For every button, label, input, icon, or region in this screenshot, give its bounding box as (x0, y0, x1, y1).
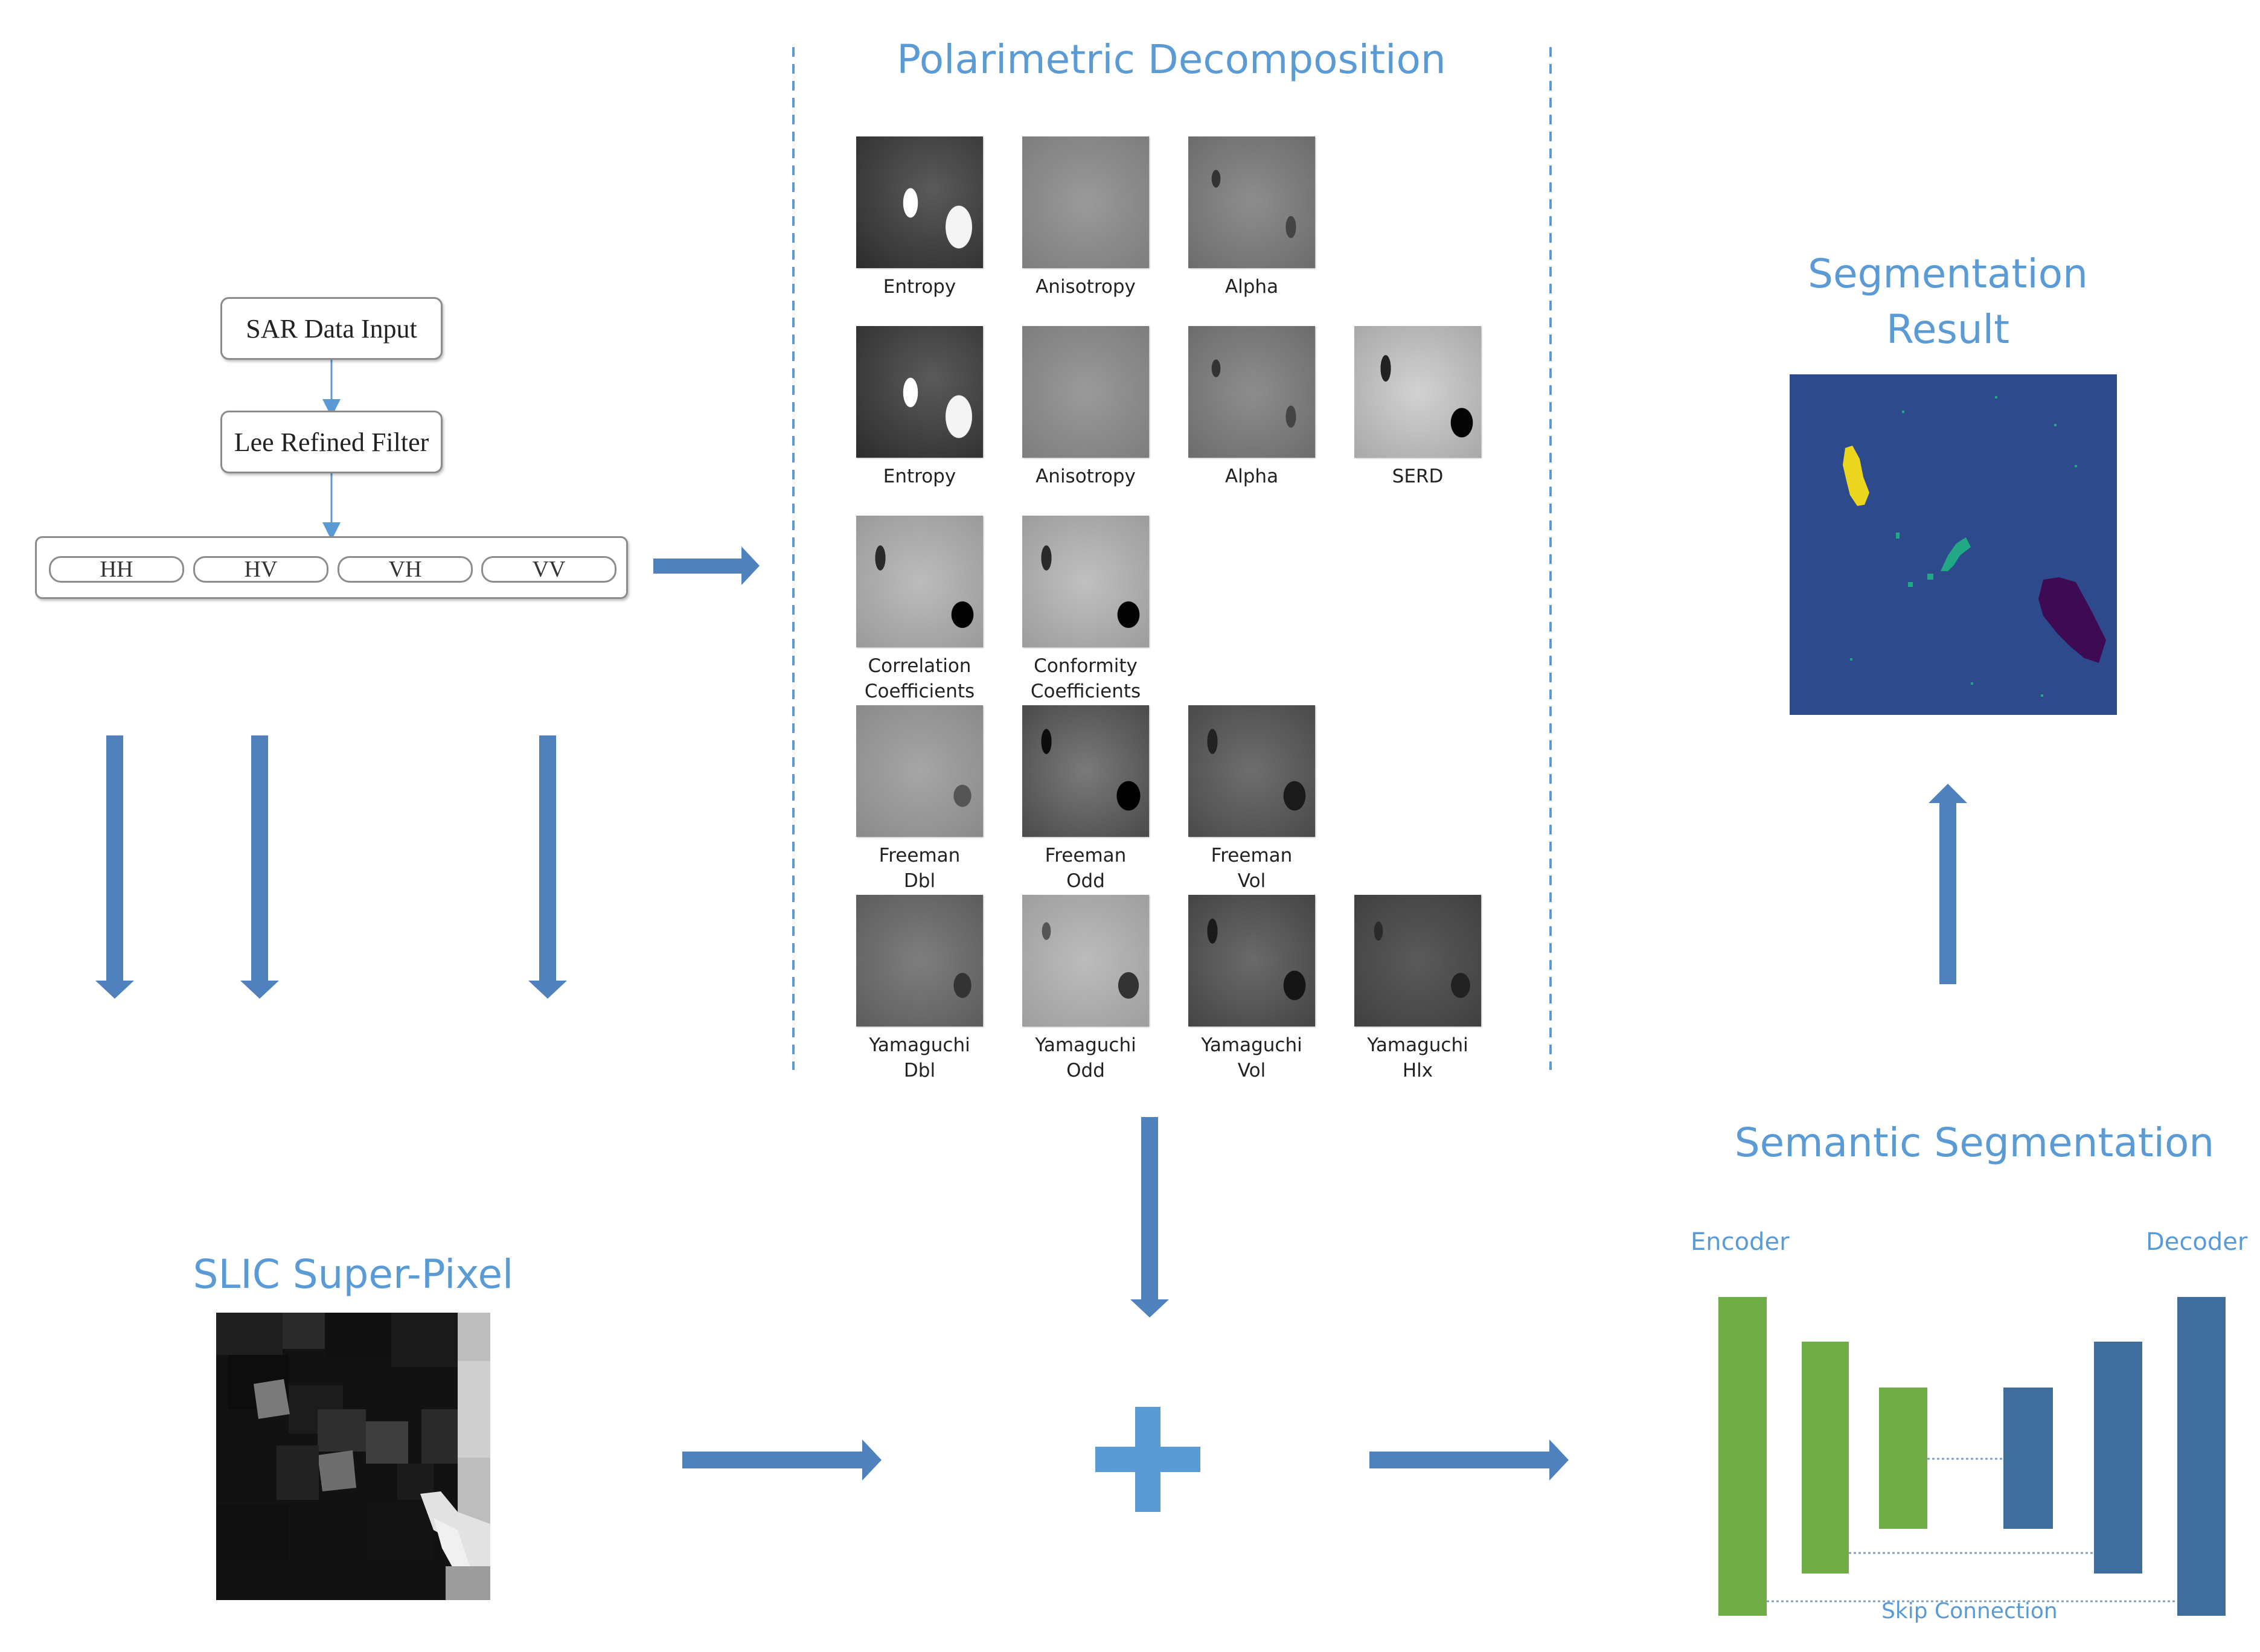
decomposition-image (1354, 895, 1481, 1026)
encoder-label: Encoder (1691, 1228, 1790, 1256)
decomposition-thumbnail: Correlation Coefficients (856, 516, 983, 702)
channel-hh: HH (49, 556, 184, 583)
title-polarimetric: Polarimetric Decomposition (897, 36, 1446, 83)
arrow-right-to-decomposition (653, 546, 760, 585)
plus-icon (1095, 1407, 1200, 1512)
decomposition-thumbnail: Entropy (856, 136, 983, 298)
decomposition-image (1022, 705, 1149, 837)
decomposition-caption: Freeman Vol (1211, 845, 1293, 892)
encoder-bar-3 (1879, 1388, 1927, 1529)
decomposition-thumbnail: Conformity Coefficients (1022, 516, 1149, 702)
decomposition-image (1188, 326, 1315, 458)
lee-filter-label: Lee Refined Filter (234, 427, 429, 457)
arrow-down-1 (95, 735, 134, 999)
decomposition-caption: Anisotropy (1036, 466, 1136, 487)
encoder-bar-1 (1718, 1297, 1767, 1616)
decomposition-image (1354, 326, 1481, 458)
title-semantic-segmentation: Semantic Segmentation (1734, 1119, 2215, 1166)
decomposition-thumbnail: Entropy (856, 326, 983, 487)
decomposition-thumbnail: SERD (1354, 326, 1481, 487)
channel-hv: HV (193, 556, 328, 583)
arrow-down-3 (528, 735, 567, 999)
decomposition-image (1188, 705, 1315, 837)
segmentation-map (1843, 396, 2106, 697)
decomposition-thumbnail: Freeman Odd (1022, 705, 1149, 892)
decoder-bar-3 (2177, 1297, 2226, 1616)
decomposition-image (1022, 895, 1149, 1026)
decomposition-thumbnail: Yamaguchi Dbl (856, 895, 983, 1081)
segment-purple (2038, 577, 2106, 663)
decomposition-thumbnail: Yamaguchi Hlx (1354, 895, 1481, 1081)
decomposition-caption: Conformity Coefficients (1030, 655, 1141, 702)
decomposition-thumbnail: Alpha (1188, 136, 1315, 298)
decomposition-thumbnail: Freeman Vol (1188, 705, 1315, 892)
slic-map (216, 1313, 490, 1600)
decomposition-image (856, 516, 983, 647)
decomposition-image (856, 326, 983, 458)
arrow-down-decomposition (1130, 1117, 1169, 1317)
sar-input-box: SAR Data Input (220, 297, 443, 360)
decomposition-image (856, 895, 983, 1026)
decomposition-caption: Yamaguchi Hlx (1367, 1034, 1468, 1081)
decomposition-caption: Yamaguchi Dbl (869, 1034, 970, 1081)
decomposition-caption: Entropy (883, 276, 956, 298)
arrow-slic-to-plus (682, 1439, 882, 1481)
slic-superpixel-image (216, 1313, 490, 1600)
decomposition-image (1022, 136, 1149, 268)
decoder-bar-2 (2094, 1342, 2142, 1574)
channel-vv: VV (481, 556, 616, 583)
decomposition-caption: Alpha (1224, 276, 1279, 298)
encoder-bar-2 (1802, 1342, 1849, 1574)
decomposition-image (1022, 516, 1149, 647)
decomposition-caption: Yamaguchi Odd (1035, 1034, 1136, 1081)
decomposition-image (1022, 326, 1149, 458)
decomposition-thumbnail: Anisotropy (1022, 136, 1149, 298)
segment-yellow (1843, 446, 1869, 506)
decomposition-caption: Anisotropy (1036, 276, 1136, 298)
decomposition-caption: Freeman Dbl (879, 845, 961, 892)
decomposition-thumbnail: Yamaguchi Vol (1188, 895, 1315, 1081)
decoder-bar-1 (2003, 1388, 2053, 1529)
decomposition-caption: Entropy (883, 466, 956, 487)
arrow-up-to-result (1929, 784, 1967, 984)
decomposition-caption: Freeman Odd (1045, 845, 1127, 892)
channel-vh: VH (338, 556, 473, 583)
decomposition-image (856, 705, 983, 837)
channels-box: HH HV VH VV (35, 536, 628, 599)
segmentation-result-image (1790, 374, 2117, 715)
lee-filter-box: Lee Refined Filter (220, 411, 443, 473)
decomposition-caption: SERD (1392, 466, 1444, 487)
decomposition-thumbnail: Alpha (1188, 326, 1315, 487)
title-segmentation-result: Segmentation Result (1808, 251, 2088, 353)
decomposition-caption: Alpha (1224, 466, 1279, 487)
decomposition-image (1188, 136, 1315, 268)
decomposition-image (856, 136, 983, 268)
decomposition-caption: Correlation Coefficients (864, 655, 975, 702)
skip-connection-label: Skip Connection (1881, 1599, 2058, 1624)
segment-green (1941, 537, 1971, 571)
decomposition-thumbnail: Freeman Dbl (856, 705, 983, 892)
arrow-plus-to-network (1369, 1439, 1569, 1481)
decomposition-caption: Yamaguchi Vol (1201, 1034, 1302, 1081)
decomposition-thumbnail: Yamaguchi Odd (1022, 895, 1149, 1081)
decomposition-thumbnail: Anisotropy (1022, 326, 1149, 487)
title-slic: SLIC Super-Pixel (193, 1251, 514, 1298)
decomposition-image (1188, 895, 1315, 1026)
decoder-label: Decoder (2146, 1228, 2248, 1256)
arrow-down-2 (240, 735, 279, 999)
sar-input-label: SAR Data Input (246, 313, 417, 344)
